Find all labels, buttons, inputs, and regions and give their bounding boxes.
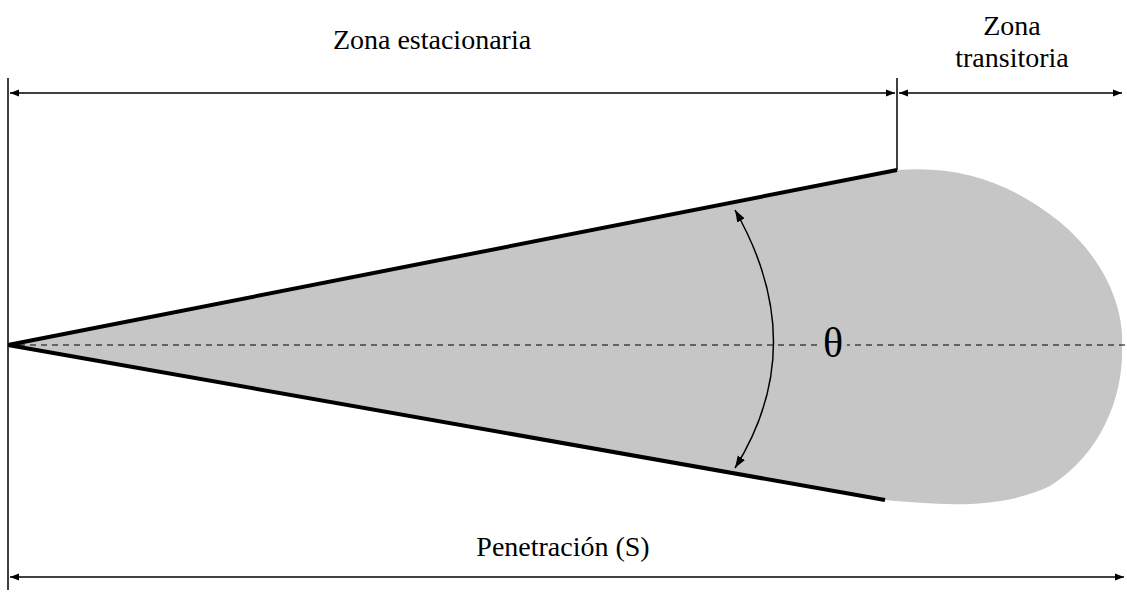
- dimension-arrow: [899, 92, 1122, 94]
- dimension-arrow: [10, 92, 895, 94]
- cone-edge: [8, 170, 897, 345]
- dimension-label: Penetración (S): [476, 531, 649, 563]
- angle-symbol: θ: [819, 319, 847, 367]
- dimension-arrow: [10, 576, 1124, 578]
- dimension-label: Zona estacionaria: [333, 24, 531, 56]
- cone-edge: [8, 345, 885, 500]
- dimension-label: Zona transitoria: [937, 10, 1087, 74]
- spray-shape: [8, 169, 1122, 504]
- reference-line: [7, 78, 9, 590]
- spray-axis: [8, 344, 1125, 345]
- zone-divider: [896, 78, 898, 170]
- angle-arc: [735, 210, 774, 468]
